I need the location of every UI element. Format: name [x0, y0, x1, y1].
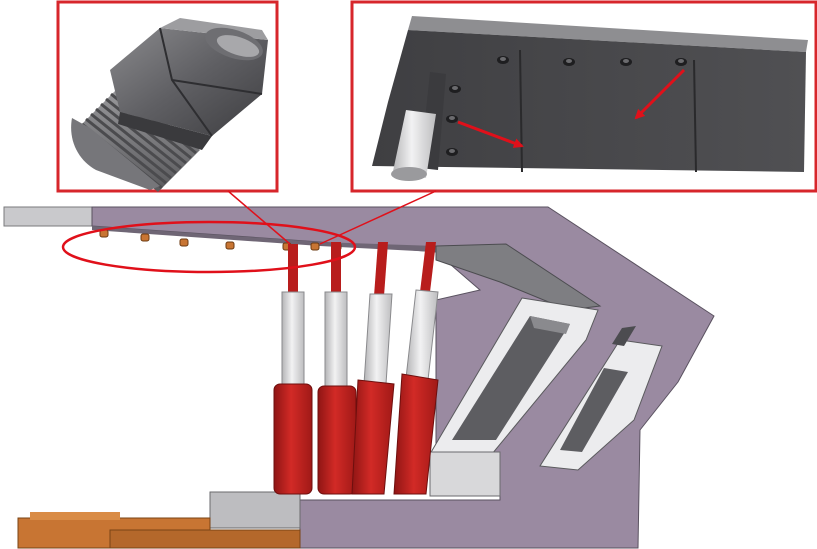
leader-line — [319, 190, 437, 245]
leg-cylinder — [273, 383, 313, 495]
canopy-tip — [3, 206, 93, 227]
bolt-head-icon — [563, 58, 575, 66]
threaded-nozzle-icon — [179, 238, 189, 247]
leg-cylinder — [393, 373, 439, 495]
leader-line — [227, 190, 291, 245]
plate-face — [372, 30, 806, 172]
plate-top-edge — [408, 16, 808, 52]
threaded-nozzle-icon — [225, 241, 235, 250]
main-assembly — [3, 206, 715, 549]
detail-leg-rod — [391, 72, 446, 181]
leg-upper-rod — [374, 242, 388, 296]
hydraulic-cylinder-icon — [317, 242, 357, 495]
canopy-underside — [92, 226, 436, 252]
base-step — [429, 451, 501, 497]
threaded-nozzle-icon — [71, 18, 268, 192]
floor-plates — [17, 512, 301, 549]
bolt-head-icon — [497, 56, 509, 64]
leg-cylinder — [351, 379, 395, 495]
arrow-icon — [457, 120, 524, 148]
shield-plate-detail-panel — [350, 0, 817, 193]
plate-seam — [693, 59, 697, 173]
leg-upper-rod — [331, 242, 341, 294]
hydraulic-cylinder-icon — [351, 242, 395, 495]
nozzle-hex-head — [110, 18, 268, 150]
threaded-nozzle-icon — [310, 242, 320, 251]
plate-seam — [519, 49, 523, 173]
leg-upper-rod — [288, 244, 298, 294]
hydraulic-cylinder-icon — [273, 244, 313, 495]
leg-chrome-rod — [363, 293, 393, 385]
bolt-head-icon — [620, 58, 632, 66]
leg-chrome-rod — [405, 289, 439, 381]
frame-window — [539, 326, 663, 471]
nozzle-detail-panel — [56, 0, 279, 193]
hydraulic-cylinder-icon — [393, 242, 439, 495]
arrow-icon — [634, 68, 686, 120]
leg-chrome-rod — [324, 291, 348, 389]
leg-chrome-rod — [281, 291, 305, 387]
frame-window — [429, 297, 599, 455]
leg-upper-rod — [420, 242, 436, 292]
threaded-nozzle-icon — [140, 233, 150, 242]
bolt-head-icon — [446, 115, 458, 123]
bolt-head-icon — [446, 148, 458, 156]
base-block — [209, 491, 301, 529]
bolt-head-icon — [449, 85, 461, 93]
bolt-head-icon — [675, 58, 687, 66]
callout — [61, 190, 437, 274]
bolt-heads — [446, 56, 687, 156]
leg-cylinder — [317, 385, 357, 495]
callout-ellipse — [61, 220, 357, 274]
